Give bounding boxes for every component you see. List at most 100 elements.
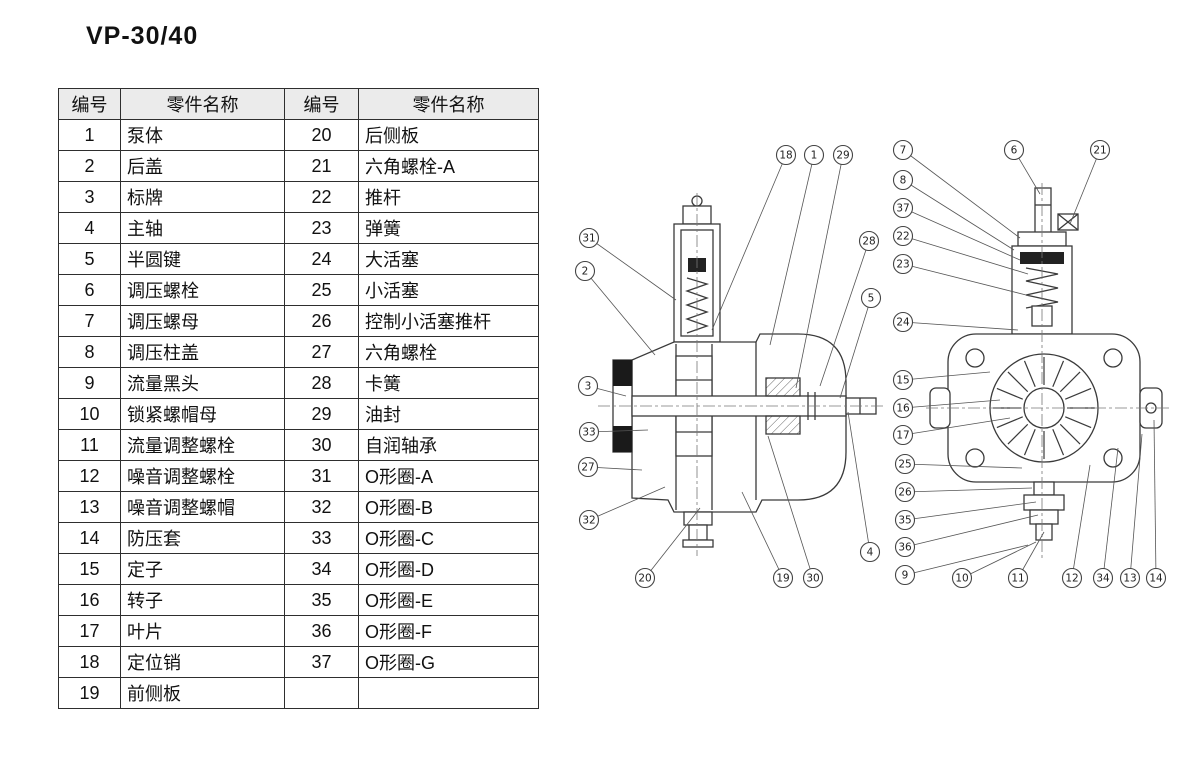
lock-nut: [1029, 509, 1059, 525]
part-number-cell: 33: [284, 522, 359, 554]
callout-21: 21: [1069, 139, 1111, 225]
part-name-cell: 油封: [358, 398, 539, 430]
part-name-cell: O形圈-A: [358, 460, 539, 492]
part-name-cell: 定子: [120, 553, 285, 585]
callout-4: 4: [847, 411, 881, 563]
left-pump-section-view: [598, 193, 884, 556]
part-name-cell: 小活塞: [358, 274, 539, 306]
part-name-cell: O形圈-B: [358, 491, 539, 523]
part-number-cell: 6: [58, 274, 121, 306]
callout-17: 17: [892, 417, 1011, 446]
part-name-cell: 噪音调整螺栓: [120, 460, 285, 492]
column-header: 零件名称: [120, 88, 285, 120]
callout-19: 19: [741, 491, 794, 589]
part-number-cell: 5: [58, 243, 121, 275]
part-number-cell: 10: [58, 398, 121, 430]
part-name-cell: 卡簧: [358, 367, 539, 399]
svg-text:8: 8: [900, 175, 907, 187]
part-name-cell: 转子: [120, 584, 285, 616]
svg-text:14: 14: [1149, 573, 1163, 585]
callout-8: 8: [892, 169, 1015, 251]
svg-text:16: 16: [896, 403, 910, 415]
svg-text:30: 30: [806, 573, 819, 585]
column-header: 编号: [284, 88, 359, 120]
part-number-cell: 25: [284, 274, 359, 306]
part-name-cell: 主轴: [120, 212, 285, 244]
part-number-cell: 23: [284, 212, 359, 244]
part-name-cell: O形圈-C: [358, 522, 539, 554]
callout-10: 10: [951, 541, 1037, 589]
svg-text:32: 32: [582, 515, 595, 527]
callout-37: 37: [892, 197, 1021, 261]
part-number-cell: 37: [284, 646, 359, 678]
part-number-cell: 4: [58, 212, 121, 244]
svg-text:7: 7: [900, 145, 907, 157]
pump-housing: [631, 333, 847, 513]
svg-text:25: 25: [898, 459, 911, 471]
part-number-cell: 20: [284, 119, 359, 151]
svg-text:36: 36: [898, 542, 912, 554]
svg-text:12: 12: [1065, 573, 1078, 585]
part-number-cell: 14: [58, 522, 121, 554]
part-name-cell: 后盖: [120, 150, 285, 182]
part-number-cell: 26: [284, 305, 359, 337]
part-name-cell: [358, 677, 539, 709]
callout-20: 20: [634, 507, 701, 589]
svg-text:24: 24: [896, 317, 910, 329]
part-number-cell: 11: [58, 429, 121, 461]
page-title: VP-30/40: [86, 22, 199, 50]
callout-6: 6: [1003, 139, 1041, 195]
callout-14: 14: [1145, 419, 1167, 589]
part-name-cell: 流量调整螺栓: [120, 429, 285, 461]
svg-text:5: 5: [868, 293, 875, 305]
part-name-cell: 弹簧: [358, 212, 539, 244]
part-name-cell: 流量黑头: [120, 367, 285, 399]
svg-text:20: 20: [638, 573, 651, 585]
part-number-cell: 17: [58, 615, 121, 647]
svg-text:15: 15: [896, 375, 909, 387]
valve-spring: [685, 277, 710, 334]
part-number-cell: 27: [284, 336, 359, 368]
part-name-cell: 推杆: [358, 181, 539, 213]
callout-12: 12: [1061, 464, 1091, 589]
part-name-cell: 调压柱盖: [120, 336, 285, 368]
callout-23: 23: [892, 253, 1031, 297]
svg-text:6: 6: [1011, 145, 1018, 157]
part-number-cell: 18: [58, 646, 121, 678]
part-name-cell: 大活塞: [358, 243, 539, 275]
callout-16: 16: [892, 397, 1001, 419]
part-number-cell: [284, 677, 359, 709]
callout-35: 35: [894, 501, 1037, 531]
column-header: 零件名称: [358, 88, 539, 120]
part-name-cell: 泵体: [120, 119, 285, 151]
svg-text:23: 23: [896, 259, 909, 271]
callout-7: 7: [892, 139, 1021, 239]
part-name-cell: O形圈-F: [358, 615, 539, 647]
part-name-cell: 定位销: [120, 646, 285, 678]
part-name-cell: 自润轴承: [358, 429, 539, 461]
callout-11: 11: [1007, 531, 1045, 589]
callout-32: 32: [578, 486, 666, 531]
callout-27: 27: [577, 456, 643, 478]
svg-text:28: 28: [862, 236, 875, 248]
flow-adjust-neck: [1033, 481, 1055, 496]
svg-text:29: 29: [836, 150, 849, 162]
svg-text:13: 13: [1123, 573, 1136, 585]
svg-text:4: 4: [867, 547, 874, 559]
